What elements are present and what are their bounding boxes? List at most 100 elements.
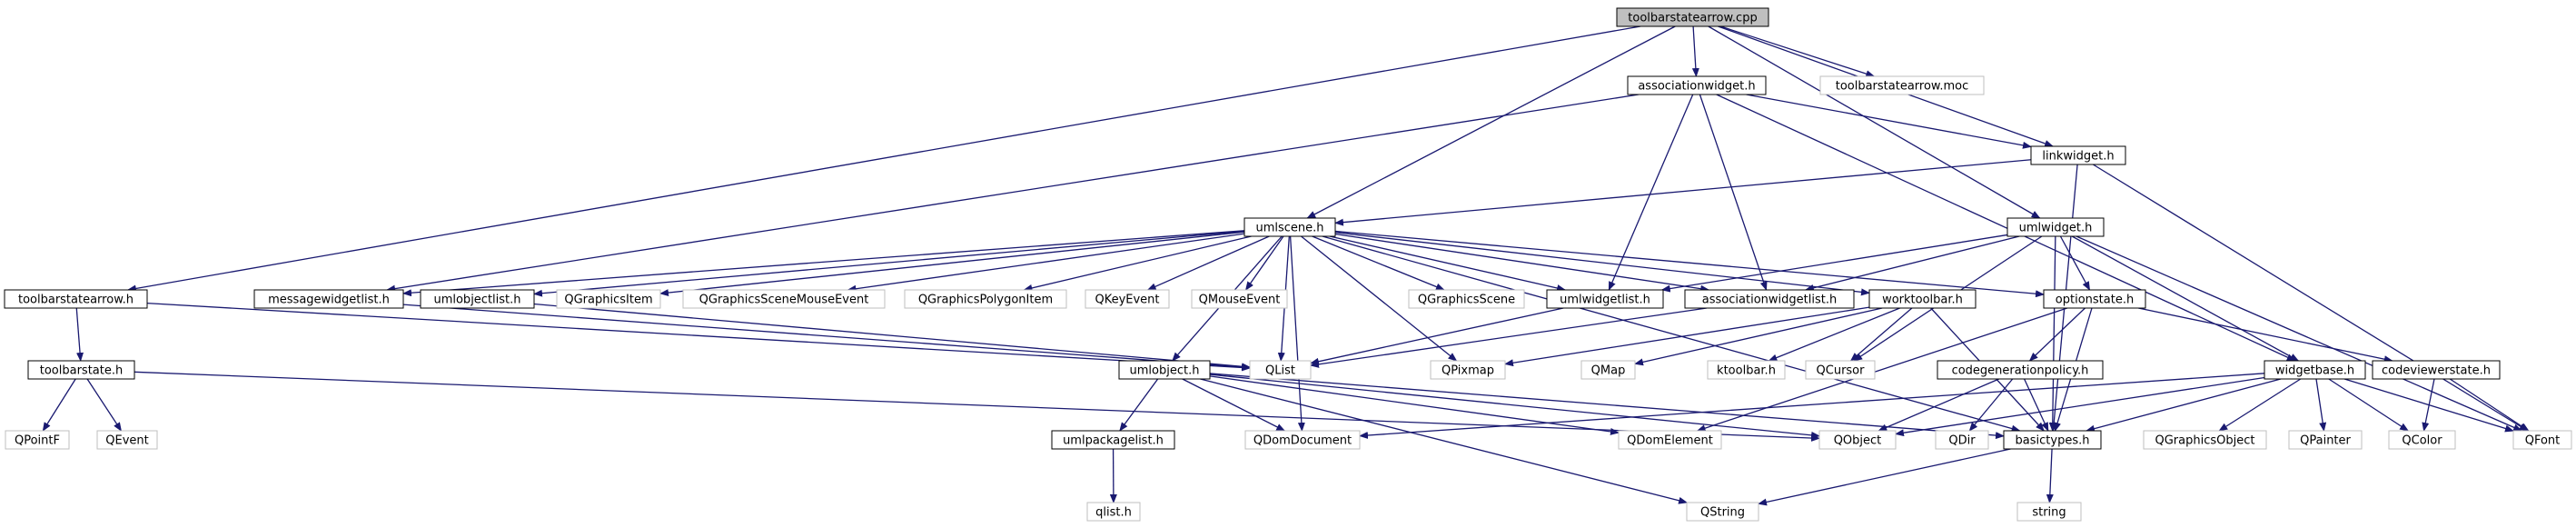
edge-umlscene-h-to-qpixmap xyxy=(1301,235,1458,362)
edge-root-to-umlwidget-h xyxy=(1708,25,2041,219)
edge-umlobject-h-to-umlpackagelist-h xyxy=(1119,378,1159,432)
node-worktoolbar-h[interactable]: worktoolbar.h xyxy=(1868,289,1977,309)
node-box xyxy=(1935,430,1989,450)
node-qgraphicsitem[interactable]: QGraphicsItem xyxy=(556,289,661,309)
node-umlobject-h[interactable]: umlobject.h xyxy=(1118,360,1211,380)
node-optionstate-h[interactable]: optionstate.h xyxy=(2043,289,2146,309)
node-label: qlist.h xyxy=(1095,506,1132,520)
node-toolbarstatearrow-moc[interactable]: toolbarstatearrow.moc xyxy=(1819,75,1985,95)
edge-toolbarstate-h-to-qevent xyxy=(86,378,122,432)
node-qevent[interactable]: QEvent xyxy=(96,430,158,450)
node-qlist-h[interactable]: qlist.h xyxy=(1086,502,1141,522)
node-box xyxy=(1616,7,1769,27)
node-label: QPixmap xyxy=(1442,364,1494,378)
node-label: worktoolbar.h xyxy=(1882,294,1963,307)
edge-umlobject-h-to-qdomelement xyxy=(1209,375,1620,435)
node-widgetbase-h[interactable]: widgetbase.h xyxy=(2264,360,2366,380)
node-codegenerationpolicy-h[interactable]: codegenerationpolicy.h xyxy=(1937,360,2104,380)
node-root[interactable]: toolbarstatearrow.cpp xyxy=(1616,7,1769,27)
edge-root-to-toolbarstatearrow-moc xyxy=(1720,25,1876,78)
node-qcursor[interactable]: QCursor xyxy=(1805,360,1876,380)
node-box xyxy=(904,289,1067,309)
node-box xyxy=(1243,217,1336,237)
node-qdomelement[interactable]: QDomElement xyxy=(1618,430,1722,450)
node-box xyxy=(1085,289,1170,309)
node-label: toolbarstatearrow.h xyxy=(18,294,134,307)
edge-messagewidgetlist-h-to-qlist xyxy=(402,304,1251,371)
node-qstring[interactable]: QString xyxy=(1686,502,1759,522)
edge-umlscene-h-to-umlwidgetlist-h xyxy=(1329,235,1567,292)
node-qgraphicsobject[interactable]: QGraphicsObject xyxy=(2143,430,2267,450)
edge-linkwidget-h-to-qfont xyxy=(2092,164,2529,432)
node-box xyxy=(5,430,70,450)
node-qmouseevent[interactable]: QMouseEvent xyxy=(1191,289,1288,309)
node-label: QMouseEvent xyxy=(1199,294,1281,307)
node-box xyxy=(96,430,158,450)
edge-umlscene-h-to-optionstate-h xyxy=(1334,230,2045,298)
node-label: string xyxy=(2032,506,2066,520)
node-box xyxy=(1627,75,1767,95)
node-label: QObject xyxy=(1834,434,1882,448)
node-box xyxy=(1684,289,1855,309)
node-box xyxy=(1244,430,1361,450)
node-box xyxy=(1408,289,1525,309)
node-label: QGraphicsSceneMouseEvent xyxy=(699,294,869,307)
node-qdir[interactable]: QDir xyxy=(1935,430,1989,450)
node-qdomdocument[interactable]: QDomDocument xyxy=(1244,430,1361,450)
edge-associationwidgetlist-h-to-qlist xyxy=(1310,307,1708,368)
node-box xyxy=(1937,360,2104,380)
node-umlscene-h[interactable]: umlscene.h xyxy=(1243,217,1336,237)
node-label: umlobjectlist.h xyxy=(433,294,520,307)
node-label: QList xyxy=(1265,364,1295,378)
node-label: QFont xyxy=(2525,434,2561,448)
node-umlwidget-h[interactable]: umlwidget.h xyxy=(2006,217,2105,237)
node-qfont[interactable]: QFont xyxy=(2512,430,2572,450)
node-label: basictypes.h xyxy=(2016,434,2090,448)
edge-toolbarstatearrow-h-to-toolbarstate-h xyxy=(75,307,84,362)
edge-umlwidget-h-to-associationwidgetlist-h xyxy=(1804,235,2020,292)
node-qpainter[interactable]: QPainter xyxy=(2288,430,2363,450)
edge-umlobject-h-to-basictypes-h xyxy=(1209,373,2005,440)
node-qgraphicsscenemouseevent[interactable]: QGraphicsSceneMouseEvent xyxy=(682,289,886,309)
node-box xyxy=(1686,502,1759,522)
node-label: messagewidgetlist.h xyxy=(268,294,390,307)
node-umlobjectlist-h[interactable]: umlobjectlist.h xyxy=(420,289,535,309)
node-string[interactable]: string xyxy=(2016,502,2082,522)
node-box xyxy=(1618,430,1722,450)
node-qlist[interactable]: QList xyxy=(1249,360,1312,380)
node-qobject[interactable]: QObject xyxy=(1818,430,1897,450)
node-toolbarstate-h[interactable]: toolbarstate.h xyxy=(27,360,135,380)
edge-umlscene-h-to-associationwidgetlist-h xyxy=(1334,233,1710,293)
node-associationwidget-h[interactable]: associationwidget.h xyxy=(1627,75,1767,95)
node-box xyxy=(2288,430,2363,450)
edge-associationwidget-h-to-associationwidgetlist-h xyxy=(1699,94,1768,291)
edge-umlwidget-h-to-widgetbase-h xyxy=(2071,235,2300,362)
node-box xyxy=(1546,289,1664,309)
node-basictypes-h[interactable]: basictypes.h xyxy=(2003,430,2102,450)
node-linkwidget-h[interactable]: linkwidget.h xyxy=(2030,145,2126,165)
node-label: QString xyxy=(1700,506,1745,520)
node-qgraphicspolygonitem[interactable]: QGraphicsPolygonItem xyxy=(904,289,1067,309)
node-qcolor[interactable]: QColor xyxy=(2388,430,2456,450)
node-qgraphicsscene[interactable]: QGraphicsScene xyxy=(1408,289,1525,309)
node-label: toolbarstate.h xyxy=(40,364,123,378)
edge-umlscene-h-to-qgraphicsitem xyxy=(659,231,1245,297)
node-label: QEvent xyxy=(105,434,148,448)
node-qkeyevent[interactable]: QKeyEvent xyxy=(1085,289,1170,309)
node-qpixmap[interactable]: QPixmap xyxy=(1430,360,1506,380)
node-qpointf[interactable]: QPointF xyxy=(5,430,70,450)
node-codeviewerstate-h[interactable]: codeviewerstate.h xyxy=(2372,360,2501,380)
node-messagewidgetlist-h[interactable]: messagewidgetlist.h xyxy=(253,289,404,309)
node-ktoolbar-h[interactable]: ktoolbar.h xyxy=(1707,360,1786,380)
node-box xyxy=(2143,430,2267,450)
edge-umlwidget-h-to-umlwidgetlist-h xyxy=(1660,234,2008,293)
node-qmap[interactable]: QMap xyxy=(1580,360,1636,380)
node-umlpackagelist-h[interactable]: umlpackagelist.h xyxy=(1051,430,1175,450)
node-box xyxy=(1580,360,1636,380)
node-box xyxy=(1249,360,1312,380)
node-box xyxy=(420,289,535,309)
node-associationwidgetlist-h[interactable]: associationwidgetlist.h xyxy=(1684,289,1855,309)
node-toolbarstatearrow-h[interactable]: toolbarstatearrow.h xyxy=(4,289,148,309)
node-box xyxy=(2016,502,2082,522)
node-umlwidgetlist-h[interactable]: umlwidgetlist.h xyxy=(1546,289,1664,309)
